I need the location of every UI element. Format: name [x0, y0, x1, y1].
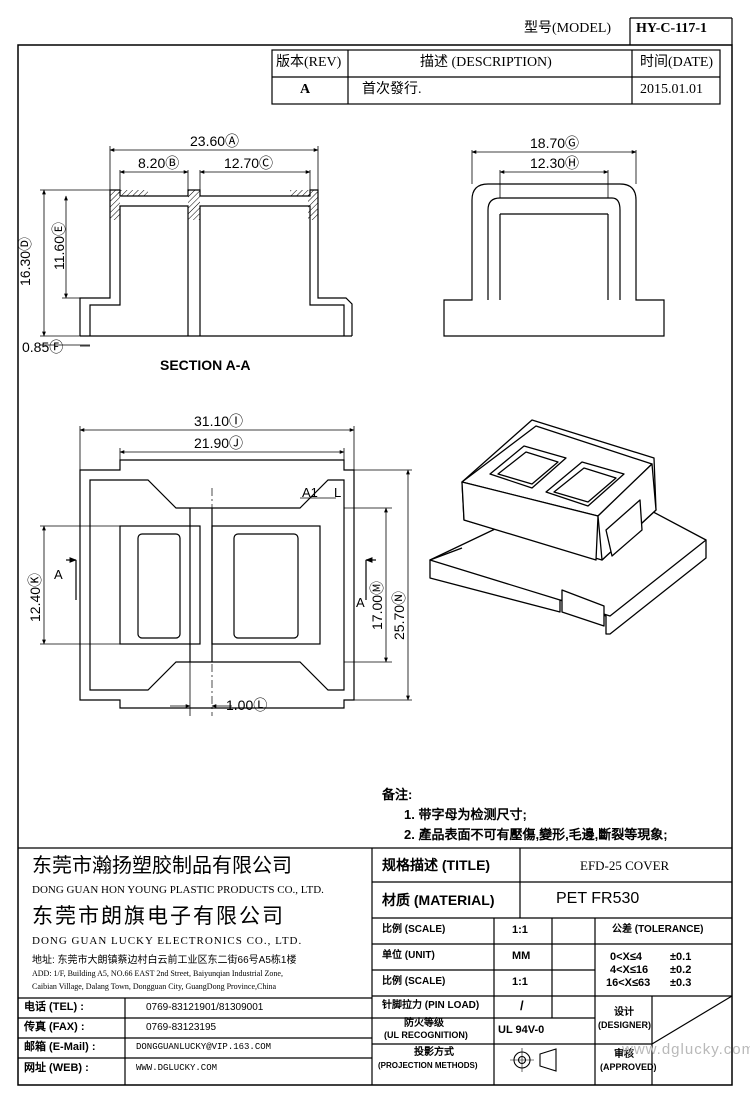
- tel-value: 0769-83121901/81309001: [146, 1002, 264, 1013]
- isometric-view: [429, 419, 707, 635]
- model-value: HY-C-117-1: [636, 21, 708, 36]
- corner-label: A1: [302, 485, 318, 500]
- web-value[interactable]: WWW.DGLUCKY.COM: [136, 1063, 218, 1073]
- scale-label: 比例 (SCALE): [382, 924, 446, 935]
- watermark: www.dglucky.com: [622, 1041, 750, 1058]
- tolerance-label: 公差 (TOLERANCE): [612, 924, 704, 935]
- tol-value-1: ±0.1: [670, 951, 692, 963]
- proj-label-cn: 投影方式: [414, 1047, 454, 1058]
- company2-cn: 东莞市朗旗电子有限公司: [32, 904, 285, 928]
- header-table: [271, 17, 733, 105]
- title-block: [18, 847, 733, 1085]
- designer-cn: 设计: [614, 1007, 634, 1018]
- scale2-label: 比例 (SCALE): [382, 976, 446, 987]
- rev-value: A: [300, 82, 311, 97]
- date-label: 时间(DATE): [640, 55, 714, 70]
- address-en-2: Caibian Village, Dalang Town, Dongguan C…: [32, 982, 277, 991]
- dim-mid-height: 17.00Ⓜ: [369, 580, 385, 630]
- dim-total-height: 16.30Ⓓ: [17, 236, 33, 286]
- dim-gap: 1.00Ⓛ: [226, 697, 268, 713]
- unit-label: 单位 (UNIT): [382, 950, 435, 961]
- approved-en: (APPROVED): [600, 1062, 657, 1072]
- address-cn: 地址: 东莞市大朗镇蔡边村白云前工业区东二街66号A5栋1楼: [32, 955, 297, 966]
- side-view: [443, 150, 665, 337]
- model-label: 型号(MODEL): [524, 21, 612, 36]
- tol-range-2: 4<X≤16: [610, 964, 649, 976]
- rev-label: 版本(REV): [276, 55, 342, 70]
- tel-label: 电话 (TEL) :: [24, 1001, 84, 1013]
- note-item-1: 1. 带字母为检测尺寸;: [404, 807, 527, 822]
- dim-base-thick: 0.85Ⓕ: [22, 339, 64, 355]
- note-item-2: 2. 產品表面不可有壓傷,變形,毛邊,斷裂等現象;: [404, 827, 668, 842]
- company1-cn: 东莞市瀚扬塑胶制品有限公司: [32, 855, 292, 877]
- section-view: [40, 146, 353, 347]
- scale2-value: 1:1: [512, 976, 528, 988]
- email-value[interactable]: DONGGUANLUCKY@VIP.163.COM: [136, 1042, 272, 1052]
- desc-label: 描述 (DESCRIPTION): [420, 55, 552, 70]
- address-en-1: ADD: 1/F, Building A5, NO.66 EAST 2nd St…: [32, 969, 283, 978]
- ul-label-en: (UL RECOGNITION): [384, 1030, 468, 1040]
- company2-en: DONG GUAN LUCKY ELECTRONICS CO., LTD.: [32, 935, 303, 947]
- email-label: 邮箱 (E-Mail) :: [24, 1041, 96, 1053]
- dim-right-width: 12.70Ⓒ: [224, 155, 274, 171]
- material-label: 材质 (MATERIAL): [382, 892, 495, 908]
- top-view: [40, 426, 412, 716]
- projection-symbol: [510, 1048, 557, 1072]
- dim-inner-height: 11.60Ⓔ: [51, 222, 67, 270]
- fax-label: 传真 (FAX) :: [24, 1021, 85, 1033]
- dim-top-inner-width: 21.90Ⓙ: [194, 435, 244, 451]
- web-label: 网址 (WEB) :: [24, 1062, 89, 1074]
- dim-left-height: 12.40Ⓚ: [27, 572, 43, 622]
- dim-inner-width: 12.30Ⓗ: [530, 155, 580, 171]
- tol-range-1: 0<X≤4: [610, 951, 643, 963]
- unit-value: MM: [512, 950, 531, 962]
- pin-label: 针脚拉力 (PIN LOAD): [382, 1000, 480, 1011]
- section-marker-left: A: [54, 567, 63, 582]
- title-label: 规格描述 (TITLE): [382, 857, 491, 873]
- tol-value-2: ±0.2: [670, 964, 692, 976]
- title-value: EFD-25 COVER: [580, 858, 670, 873]
- notes-title: 备注:: [382, 787, 413, 802]
- dim-right-height: 25.70Ⓝ: [391, 590, 407, 640]
- dim-top-outer-width: 31.10Ⓘ: [194, 413, 244, 429]
- dim-outer-width: 18.70Ⓖ: [530, 135, 580, 151]
- date-value: 2015.01.01: [640, 82, 703, 97]
- designer-en: (DESIGNER): [598, 1020, 652, 1030]
- desc-value: 首次發行.: [362, 82, 422, 97]
- tol-range-3: 16<X≤63: [606, 977, 651, 989]
- corner-mark: L: [334, 485, 342, 500]
- section-title: SECTION A-A: [160, 357, 251, 373]
- fax-value: 0769-83123195: [146, 1022, 217, 1033]
- dim-overall-width: 23.60Ⓐ: [190, 133, 240, 149]
- scale-value: 1:1: [512, 924, 528, 936]
- ul-label-cn: 防火等级: [404, 1018, 444, 1029]
- company1-en: DONG GUAN HON YOUNG PLASTIC PRODUCTS CO.…: [32, 884, 324, 896]
- dim-left-width: 8.20Ⓑ: [138, 155, 180, 171]
- section-marker-right: A: [356, 595, 365, 610]
- ul-value: UL 94V-0: [498, 1024, 545, 1036]
- pin-value: /: [520, 998, 524, 1013]
- approved-cn: 审核: [614, 1049, 634, 1060]
- proj-label-en: (PROJECTION METHODS): [378, 1061, 478, 1070]
- material-value: PET FR530: [556, 890, 640, 907]
- drawing-border: [17, 44, 733, 1086]
- tol-value-3: ±0.3: [670, 977, 692, 989]
